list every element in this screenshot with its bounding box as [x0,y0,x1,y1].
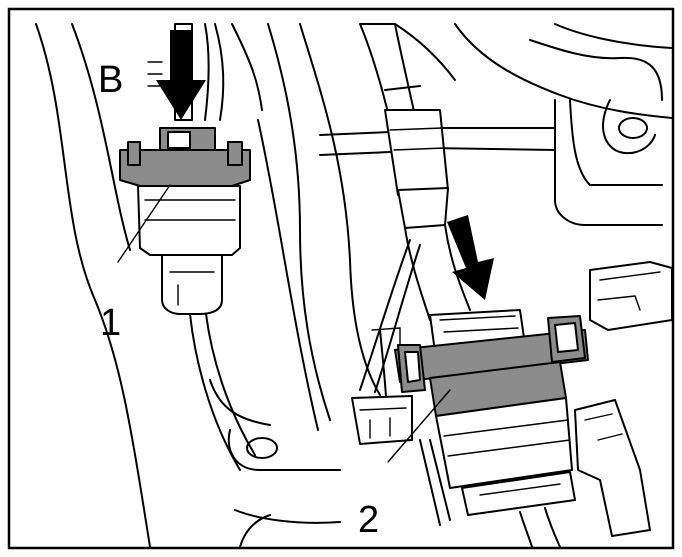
callout-2: 2 [358,499,379,541]
motion-lines [147,61,163,87]
leader-line-2 [387,389,451,463]
callout-1: 1 [100,302,121,344]
callout-b: B [98,59,123,101]
down-arrow-icon [156,30,206,120]
small-connector [351,327,451,526]
connector-2 [394,309,651,548]
body-panel-outline [35,23,673,548]
wire-harness [359,23,471,393]
leader-line-1 [117,184,171,263]
right-clip-block [589,261,673,331]
right-bracket [319,99,663,226]
down-arrow-icon [447,215,494,300]
